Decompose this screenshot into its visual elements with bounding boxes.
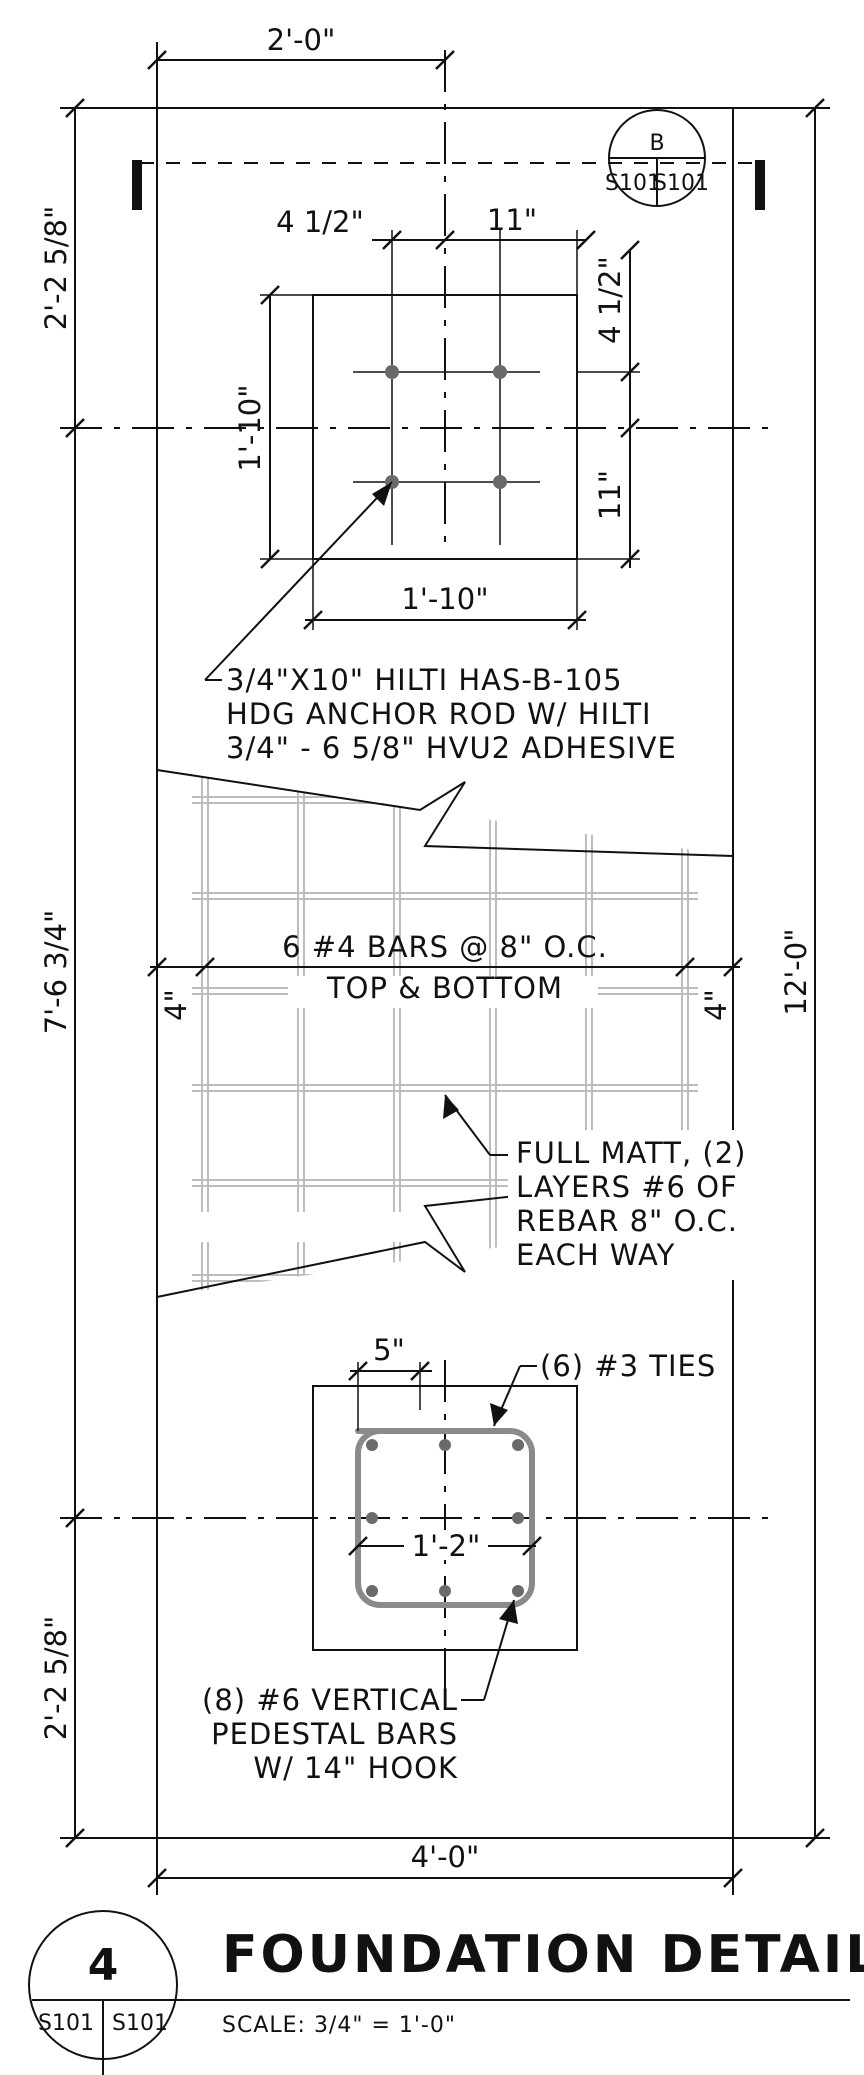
upper-break-line bbox=[156, 769, 734, 857]
ties-note: (6) #3 TIES bbox=[540, 1349, 716, 1383]
pedestal-outline bbox=[312, 1385, 578, 1651]
vertical-bar bbox=[512, 1512, 524, 1524]
anchor-rod-leader bbox=[204, 481, 393, 681]
dim-right-overall: 12'-0" bbox=[733, 98, 830, 1848]
detail-number: 4 bbox=[88, 1940, 119, 1991]
edge-cover-left-text: 4" bbox=[159, 989, 193, 1021]
detail-title: FOUNDATION DETAIL bbox=[222, 1925, 864, 1985]
matt-leader bbox=[443, 1094, 512, 1156]
dim-pedestal-bar-spacing: 1'-2" bbox=[348, 1529, 542, 1563]
anchor-rod bbox=[385, 365, 399, 379]
detail-scale: SCALE: 3/4" = 1'-0" bbox=[222, 2013, 456, 2038]
anchor-rod bbox=[493, 365, 507, 379]
vertical-bar bbox=[512, 1439, 524, 1451]
dim-tie-offset: 5" bbox=[348, 1333, 432, 1431]
dim-top-width: 2'-0" bbox=[147, 23, 455, 108]
dim-plate-left-offset-text: 4 1/2" bbox=[276, 205, 364, 239]
dim-plate-top-offset-text: 4 1/2" bbox=[593, 256, 627, 344]
edge-cover-right-text: 4" bbox=[699, 989, 733, 1021]
dim-left-lower-text: 2'-2 5/8" bbox=[39, 1616, 73, 1741]
anchor-rod-lines bbox=[353, 230, 540, 545]
vertical-bar bbox=[512, 1585, 524, 1597]
anchor-rod-note-line1: 3/4"X10" HILTI HAS-B-105 bbox=[226, 663, 623, 697]
section-cut-line bbox=[132, 160, 765, 210]
anchor-rod bbox=[493, 475, 507, 489]
dim-plate-height: 1'-10" bbox=[233, 285, 313, 569]
section-marker-sheet-left: S101 bbox=[605, 171, 661, 196]
dim-top-width-text: 2'-0" bbox=[267, 23, 336, 57]
detail-sheet-right: S101 bbox=[112, 2011, 168, 2036]
section-marker: B S101 S101 bbox=[605, 109, 709, 207]
dim-left-middle-text: 7'-6 3/4" bbox=[39, 910, 73, 1035]
vertical-bar bbox=[366, 1585, 378, 1597]
dim-plate-bottom-offset-text: 11" bbox=[593, 470, 627, 520]
anchor-rod-note-line2: HDG ANCHOR ROD W/ HILTI bbox=[226, 697, 652, 731]
lower-break-line bbox=[156, 1189, 571, 1298]
vertical-bar bbox=[366, 1439, 378, 1451]
matt-note-line4: EACH WAY bbox=[516, 1238, 675, 1272]
dim-plate-offsets-right: 4 1/2" 11" bbox=[577, 240, 640, 569]
vertical-bar bbox=[439, 1439, 451, 1451]
section-marker-sheet-right: S101 bbox=[653, 171, 709, 196]
vertical-bar bbox=[439, 1585, 451, 1597]
mat-bars-note-line1: 6 #4 BARS @ 8" O.C. bbox=[282, 930, 608, 964]
dim-pedestal-bar-spacing-text: 1'-2" bbox=[412, 1529, 481, 1563]
dim-plate-offsets-top: 4 1/2" 11" bbox=[276, 203, 596, 295]
base-plate bbox=[312, 294, 578, 560]
dim-plate-height-text: 1'-10" bbox=[233, 384, 267, 471]
detail-sheet-left: S101 bbox=[38, 2011, 94, 2036]
pedestal-vertical-bars bbox=[366, 1439, 524, 1597]
vertical-bar bbox=[366, 1512, 378, 1524]
vertical-bars-note-line2: PEDESTAL BARS bbox=[211, 1717, 458, 1751]
dim-tie-offset-text: 5" bbox=[373, 1333, 405, 1367]
ties-leader bbox=[490, 1365, 537, 1427]
dim-plate-width-text: 1'-10" bbox=[401, 582, 488, 616]
dim-left-upper-text: 2'-2 5/8" bbox=[39, 206, 73, 331]
mat-bars-note-line2: TOP & BOTTOM bbox=[326, 971, 563, 1005]
vertical-bars-leader bbox=[461, 1599, 518, 1701]
dim-bottom-width-text: 4'-0" bbox=[411, 1840, 480, 1874]
dim-bottom-width: 4'-0" bbox=[147, 1838, 743, 1895]
dim-plate-right-offset-text: 11" bbox=[487, 203, 537, 237]
detail-bubble: 4 S101 S101 bbox=[28, 1910, 178, 2075]
dim-left-chain: 2'-2 5/8" 7'-6 3/4" 2'-2 5/8" bbox=[39, 98, 157, 1848]
vertical-bars-note-line3: W/ 14" HOOK bbox=[253, 1751, 458, 1785]
dim-plate-width: 1'-10" bbox=[303, 559, 587, 630]
vertical-bars-note-line1: (8) #6 VERTICAL bbox=[202, 1683, 458, 1717]
section-marker-letter: B bbox=[649, 131, 664, 156]
matt-note-line2: LAYERS #6 OF bbox=[516, 1170, 738, 1204]
matt-note-line3: REBAR 8" O.C. bbox=[516, 1204, 738, 1238]
anchor-rod-note-line3: 3/4" - 6 5/8" HVU2 ADHESIVE bbox=[226, 731, 677, 765]
dim-right-overall-text: 12'-0" bbox=[779, 928, 813, 1015]
matt-note-line1: FULL MATT, (2) bbox=[516, 1136, 746, 1170]
dim-mat-bars bbox=[147, 957, 743, 977]
pedestal-ties bbox=[355, 1428, 535, 1608]
